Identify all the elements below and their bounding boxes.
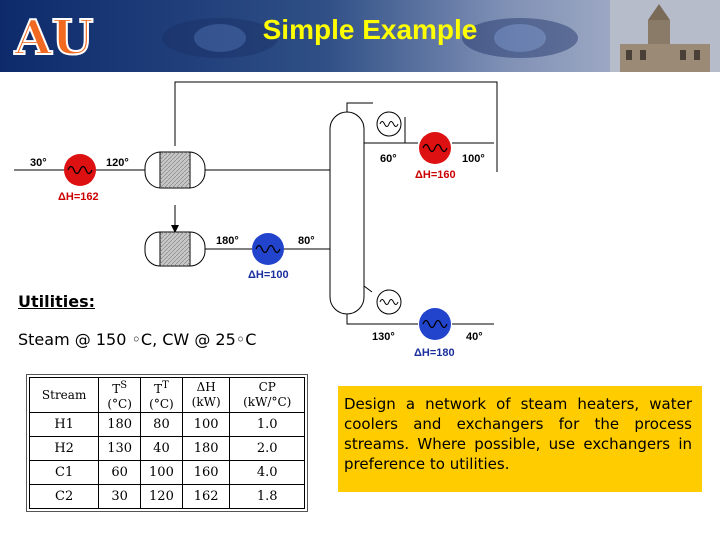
- exchanger-2-icon: [144, 231, 206, 267]
- col-heat-capacity-unit: (kW/°C): [243, 395, 292, 409]
- logo-text: AU: [13, 10, 93, 64]
- table-header-row: Stream TS(°C) TT(°C) ΔH(kW) CP(kW/°C): [28, 377, 305, 413]
- label-c1-outlet: 100°: [462, 153, 485, 165]
- heater-c1-symbol-icon: [422, 143, 448, 153]
- label-c2-after-heater: 120°: [106, 157, 129, 169]
- col-supply-temp: TS (°C): [98, 377, 142, 413]
- distillation-column-icon: [329, 111, 365, 315]
- design-task-note: Design a network of steam heaters, water…: [338, 386, 702, 492]
- stream-table-frame: Stream TS(°C) TT(°C) ΔH(kW) CP(kW/°C) H1…: [26, 374, 308, 512]
- cell-heat-capacity: 4.0: [229, 460, 305, 485]
- arrow-down-icon: [171, 225, 179, 233]
- cell-enthalpy: 100: [181, 412, 231, 437]
- cell-supply-temp: 130: [98, 436, 142, 461]
- col-supply-temp-symbol: T: [112, 382, 121, 396]
- cell-heat-capacity: 1.8: [229, 484, 305, 509]
- label-h1-inlet: 80°: [298, 235, 315, 247]
- campus-tower-icon: [610, 0, 720, 72]
- reboiler-symbol-icon: [379, 299, 399, 305]
- label-h2-temp: 130°: [372, 331, 395, 343]
- label-c2-heater-duty: ΔH=162: [58, 191, 99, 203]
- recycle-line-top: [174, 81, 498, 172]
- cell-stream: C1: [28, 460, 100, 485]
- label-h2-outlet: 40°: [466, 331, 483, 343]
- col-enthalpy-symbol: ΔH: [196, 380, 216, 394]
- line-column-top: [346, 102, 373, 112]
- condenser-symbol-icon: [379, 121, 399, 127]
- col-target-temp-unit: (°C): [149, 397, 174, 411]
- col-target-temp-sup: T: [162, 380, 169, 391]
- utilities-text: Steam @ 150 ◦C, CW @ 25◦C: [18, 330, 257, 349]
- cooler-symbol-icon: [255, 244, 281, 254]
- cell-target-temp: 80: [140, 412, 183, 437]
- stream-table: Stream TS(°C) TT(°C) ΔH(kW) CP(kW/°C) H1…: [28, 377, 305, 509]
- header-banner: AU Simple Example: [0, 0, 720, 72]
- cell-supply-temp: 60: [98, 460, 142, 485]
- line-reboiler-return: [363, 285, 373, 293]
- label-h1-cooler-duty: ΔH=100: [248, 269, 289, 281]
- label-c2-inlet: 30°: [30, 157, 47, 169]
- cell-enthalpy: 162: [181, 484, 231, 509]
- col-stream: Stream: [28, 377, 100, 413]
- line-column-bottom: [346, 314, 418, 325]
- table-row: C2 30 120 162 1.8: [28, 484, 305, 509]
- label-c1-heater-duty: ΔH=160: [415, 169, 456, 181]
- label-c1-temp: 60°: [380, 153, 397, 165]
- col-supply-temp-unit: (°C): [107, 397, 132, 411]
- cell-stream: H1: [28, 412, 100, 437]
- table-row: H2 130 40 180 2.0: [28, 436, 305, 461]
- process-flow-diagram: 30° ΔH=162 120° 180° ΔH=100 80° 60° ΔH=1…: [14, 81, 498, 359]
- label-h2-cooler-duty: ΔH=180: [414, 347, 455, 359]
- cell-heat-capacity: 2.0: [229, 436, 305, 461]
- cooler-h2-symbol-icon: [422, 319, 448, 329]
- cell-target-temp: 40: [140, 436, 183, 461]
- col-enthalpy: ΔH(kW): [181, 377, 231, 413]
- tiger-eyes-icon: [162, 18, 578, 58]
- label-h1-after-cooler: 180°: [216, 235, 239, 247]
- col-enthalpy-unit: (kW): [191, 395, 221, 409]
- col-target-temp: TT(°C): [140, 377, 183, 413]
- cell-target-temp: 100: [140, 460, 183, 485]
- page-title: Simple Example: [262, 14, 478, 45]
- cell-enthalpy: 160: [181, 460, 231, 485]
- col-target-temp-symbol: T: [154, 382, 163, 396]
- cell-supply-temp: 180: [98, 412, 142, 437]
- cell-enthalpy: 180: [181, 436, 231, 461]
- col-heat-capacity: CP(kW/°C): [229, 377, 305, 413]
- exchanger-1-icon: [144, 151, 206, 189]
- utilities-label: Utilities:: [18, 292, 95, 311]
- heater-symbol-icon: [67, 165, 93, 175]
- table-row: C1 60 100 160 4.0: [28, 460, 305, 485]
- auburn-logo-icon: AU: [12, 9, 94, 64]
- cell-supply-temp: 30: [98, 484, 142, 509]
- col-heat-capacity-symbol: CP: [258, 380, 276, 394]
- col-supply-temp-sup: S: [120, 380, 128, 391]
- cell-stream: H2: [28, 436, 100, 461]
- cell-heat-capacity: 1.0: [229, 412, 305, 437]
- cell-stream: C2: [28, 484, 100, 509]
- cell-target-temp: 120: [140, 484, 183, 509]
- table-row: H1 180 80 100 1.0: [28, 412, 305, 437]
